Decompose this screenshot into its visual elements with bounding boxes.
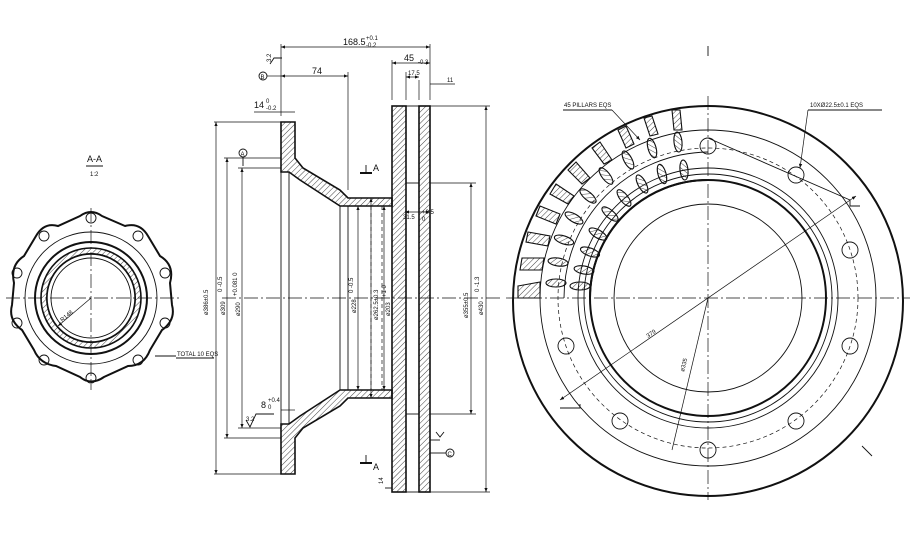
dim-8-tol-lower: 0 (268, 405, 272, 411)
dim-14: 14 (254, 100, 264, 110)
dim-overall-width-tol-upper: +0.1 (366, 36, 379, 42)
section-marker-top: A (373, 163, 379, 173)
dim-17-5: 17.5 (408, 71, 420, 77)
dia-309: ø309 (221, 301, 227, 315)
roughness-top: 3.2 (267, 53, 273, 62)
roughness-bottom: 3.2 (246, 417, 255, 423)
dia-203: ø203 (386, 302, 392, 316)
section-scale: 1:2 (90, 172, 99, 178)
dia-203-tol: +1 0 (382, 284, 388, 297)
total-holes-label: TOTAL 10 EQS (177, 352, 218, 358)
dim-45-tol-lower: -0.2 (418, 60, 429, 66)
dim-379: 379 (646, 329, 658, 340)
dim-overall-width: 168.5 (343, 37, 366, 47)
front-view: 379 ø335 45 PILLARS EQS 10XØ22.5±0.1 EQS (506, 46, 910, 500)
dia-309-tol: 0 -0.5 (218, 276, 224, 292)
rotor-inner-plate (391, 105, 407, 493)
dim-8: 8 (261, 400, 266, 410)
dim-31-5: 31.5 (403, 215, 415, 221)
flange-outline (10, 211, 174, 383)
datum-b: B (261, 75, 265, 81)
dia-355: ø355±0.5 (464, 292, 470, 318)
vane-pillars (517, 109, 689, 299)
dim-14-tol-upper: 0 (266, 99, 270, 105)
pillars-label: 45 PILLARS EQS (564, 103, 611, 109)
dim-31-5-tol-lower: 0 (422, 217, 426, 223)
rotor-outer-plate (418, 105, 431, 493)
dia-386: ø386±0.5 (204, 289, 210, 315)
dim-overall-width-tol-lower: -0.2 (366, 43, 377, 49)
section-marker-bottom: A (373, 462, 379, 472)
dia-228: ø228 (352, 299, 358, 313)
flange-bolt-holes (11, 212, 171, 384)
section-view-a-a: A-A 1:2 R148 TOTAL 10 EQS (6, 154, 218, 390)
datum-c: C (448, 452, 453, 458)
datum-a: A (241, 152, 245, 158)
hat-section-bottom (280, 389, 393, 475)
dim-11: 11 (447, 78, 454, 84)
dim-45: 45 (404, 53, 414, 63)
section-label: A-A (87, 154, 102, 164)
dim-14-tol-lower: -0.2 (266, 106, 277, 112)
dia-290: ø290 (236, 302, 242, 316)
dia-228-tol: 0 -0.5 (349, 277, 355, 293)
dia-430: ø430 (479, 301, 485, 315)
dim-74: 74 (312, 66, 322, 76)
tolerance-value: 14 (379, 477, 385, 484)
holes-label: 10XØ22.5±0.1 EQS (810, 103, 863, 109)
side-section-view: 168.5 +0.1 -0.2 74 45 -0.2 17.5 11 14 0 … (204, 36, 500, 493)
dim-8-tol-upper: +0.4 (268, 398, 281, 404)
dia-290-tol: +0.081 0 (233, 272, 239, 296)
dia-430-tol: 0 -1.3 (475, 276, 481, 292)
dim-335: ø335 (680, 357, 689, 372)
dim-31-5-tol-upper: +0.5 (422, 210, 435, 216)
dia-262-5: ø262.5±0.3 (374, 289, 380, 320)
